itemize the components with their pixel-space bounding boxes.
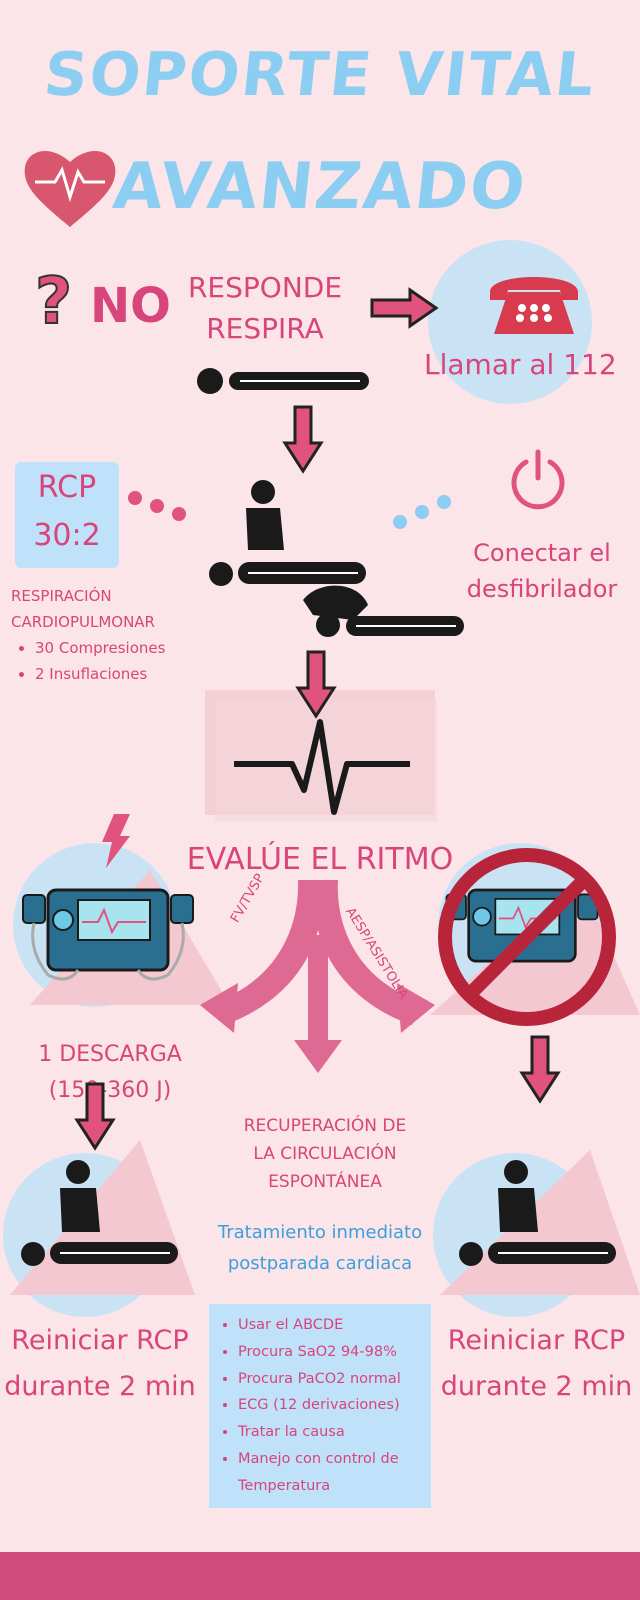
- treatment-label: Tratamiento inmediato postparada cardiac…: [195, 1218, 445, 1279]
- reiniciar-left-line-1: Reiniciar RCP: [11, 1325, 189, 1356]
- responde-label: RESPONDE: [187, 271, 343, 304]
- list-item: 30 Compresiones: [35, 635, 165, 661]
- title-line-1: SOPORTE VITAL: [40, 40, 600, 110]
- defibrillator-label: Conectar el desfibrilador: [452, 535, 632, 607]
- responde-respira: RESPONDE RESPIRA: [180, 268, 350, 349]
- rcp-label: RCP: [37, 470, 97, 505]
- descarga-line-2: (150-360 J): [48, 1078, 172, 1104]
- lightning-icon: [102, 814, 130, 868]
- respiracion-list: 30 Compresiones 2 Insuflaciones: [15, 635, 165, 688]
- rcp-ratio: 30:2: [33, 518, 101, 553]
- footer-bar: [0, 1552, 640, 1600]
- down-arrow-icon: [282, 405, 324, 474]
- branch-arrows: [200, 880, 435, 1073]
- list-item: 2 Insuflaciones: [35, 661, 165, 687]
- treatment-line-1: Tratamiento inmediato: [217, 1222, 423, 1243]
- cpr-person-icon-bottom-left: [21, 1160, 178, 1266]
- cpr-person-icon-2: [303, 585, 464, 637]
- rcp-box: [15, 462, 119, 568]
- telephone-icon: [490, 277, 578, 334]
- down-arrow-icon-right: [519, 1035, 561, 1104]
- recovery-line-2: LA CIRCULACIÓN: [253, 1144, 397, 1165]
- defib-line-2: desfibrilador: [466, 575, 618, 603]
- reiniciar-right-line-2: durante 2 min: [440, 1370, 633, 1402]
- question-mark: ?: [34, 264, 73, 340]
- call-112-label: Llamar al 112: [424, 348, 617, 381]
- reiniciar-right-line-1: Reiniciar RCP: [447, 1325, 626, 1356]
- resp-title-line-1: RESPIRACIÓN: [11, 587, 112, 605]
- list-item: Manejo con control de Temperatura: [238, 1446, 448, 1500]
- list-item: ECG (12 derivaciones): [238, 1392, 448, 1419]
- recovery-line-1: RECUPERACIÓN DE: [243, 1116, 407, 1136]
- heartbeat-line-icon: [234, 719, 410, 815]
- defibrillator-icon: [22, 888, 194, 981]
- reiniciar-right: Reiniciar RCP durante 2 min: [433, 1318, 640, 1410]
- list-item: Procura SaO2 94-98%: [238, 1339, 448, 1366]
- descarga-label: 1 DESCARGA (150-360 J): [10, 1037, 210, 1110]
- heart-pulse-icon: [24, 151, 116, 227]
- reiniciar-left-line-2: durante 2 min: [4, 1370, 196, 1402]
- blue-dots: [393, 495, 451, 529]
- no-label: NO: [90, 278, 171, 334]
- descarga-line-1: 1 DESCARGA: [38, 1042, 182, 1067]
- treatment-line-2: postparada cardiaca: [227, 1252, 413, 1274]
- prohibited-icon: [438, 848, 616, 1026]
- list-item: Tratar la causa: [238, 1419, 448, 1446]
- right-arrow-icon: [370, 287, 439, 329]
- power-icon: [511, 449, 565, 510]
- defib-line-1: Conectar el: [473, 539, 611, 567]
- pink-dots: [128, 491, 186, 521]
- evalue-ritmo: EVALÚE EL RITMO: [186, 842, 454, 877]
- recovery-label: RECUPERACIÓN DE LA CIRCULACIÓN ESPONTÁNE…: [220, 1112, 430, 1196]
- recovery-line-3: ESPONTÁNEA: [268, 1172, 382, 1193]
- down-arrow-icon-left: [74, 1082, 116, 1151]
- respira-label: RESPIRA: [206, 311, 324, 345]
- post-arrest-box: [209, 1304, 431, 1508]
- list-item: Procura PaCO2 normal: [238, 1366, 448, 1393]
- post-arrest-list: Usar el ABCDE Procura SaO2 94-98% Procur…: [218, 1312, 448, 1500]
- cpr-person-icon: [209, 480, 366, 586]
- resp-title-line-2: CARDIOPULMONAR: [11, 612, 155, 631]
- cpr-person-icon-bottom-right: [459, 1160, 616, 1266]
- list-item: Usar el ABCDE: [238, 1312, 448, 1339]
- respiracion-title: RESPIRACIÓN CARDIOPULMONAR: [11, 584, 211, 635]
- reiniciar-left: Reiniciar RCP durante 2 min: [0, 1318, 200, 1410]
- lying-person-icon: [197, 368, 369, 394]
- down-arrow-icon-2: [295, 650, 337, 719]
